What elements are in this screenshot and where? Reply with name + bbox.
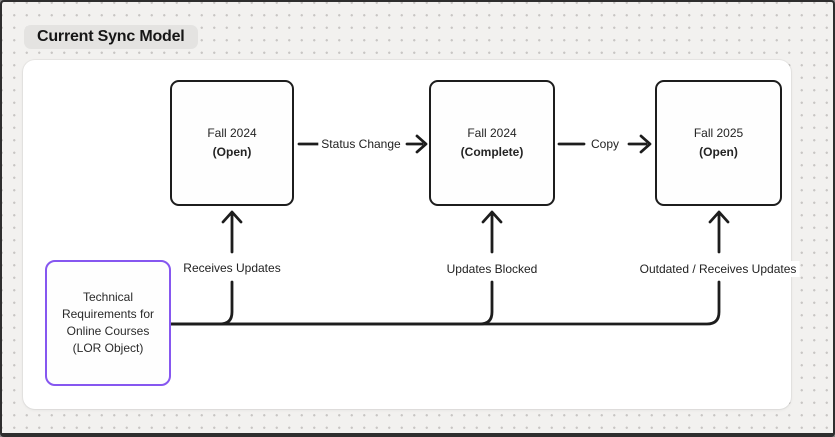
node-lor-object[interactable]: Technical Requirements for Online Course… (45, 260, 171, 386)
edge-label-status-change[interactable]: Status Change (318, 136, 404, 152)
frame-title-text: Current Sync Model (37, 28, 185, 45)
arrow-outdated[interactable] (169, 210, 730, 326)
node-title: Fall 2024 (207, 125, 257, 140)
node-label: Technical Requirements for Online Course… (61, 290, 155, 355)
edge-label-receives-updates[interactable]: Receives Updates (180, 260, 284, 276)
node-title: Fall 2024 (467, 125, 517, 140)
frame-title-pill[interactable]: Current Sync Model (24, 25, 198, 49)
node-title: Fall 2025 (693, 125, 744, 140)
arrow-copy-head[interactable] (627, 134, 652, 154)
connector-layer (169, 134, 730, 326)
edge-label-copy[interactable]: Copy (587, 136, 623, 152)
node-fall-2024-complete[interactable]: Fall 2024 (Complete) (429, 80, 555, 206)
node-fall-2025-open[interactable]: Fall 2025 (Open) (655, 80, 782, 206)
node-fall-2024-open[interactable]: Fall 2024 (Open) (170, 80, 294, 206)
edge-label-outdated[interactable]: Outdated / Receives Updates (636, 261, 800, 277)
node-status: (Complete) (460, 144, 524, 159)
diagram-frame[interactable]: Fall 2024 (Open) Fall 2024 (Complete) Fa… (23, 60, 800, 409)
edge-label-updates-blocked[interactable]: Updates Blocked (443, 261, 541, 277)
node-status: (Open) (699, 144, 738, 159)
node-status: (Open) (212, 144, 252, 159)
arrow-status-change-head[interactable] (405, 134, 428, 154)
